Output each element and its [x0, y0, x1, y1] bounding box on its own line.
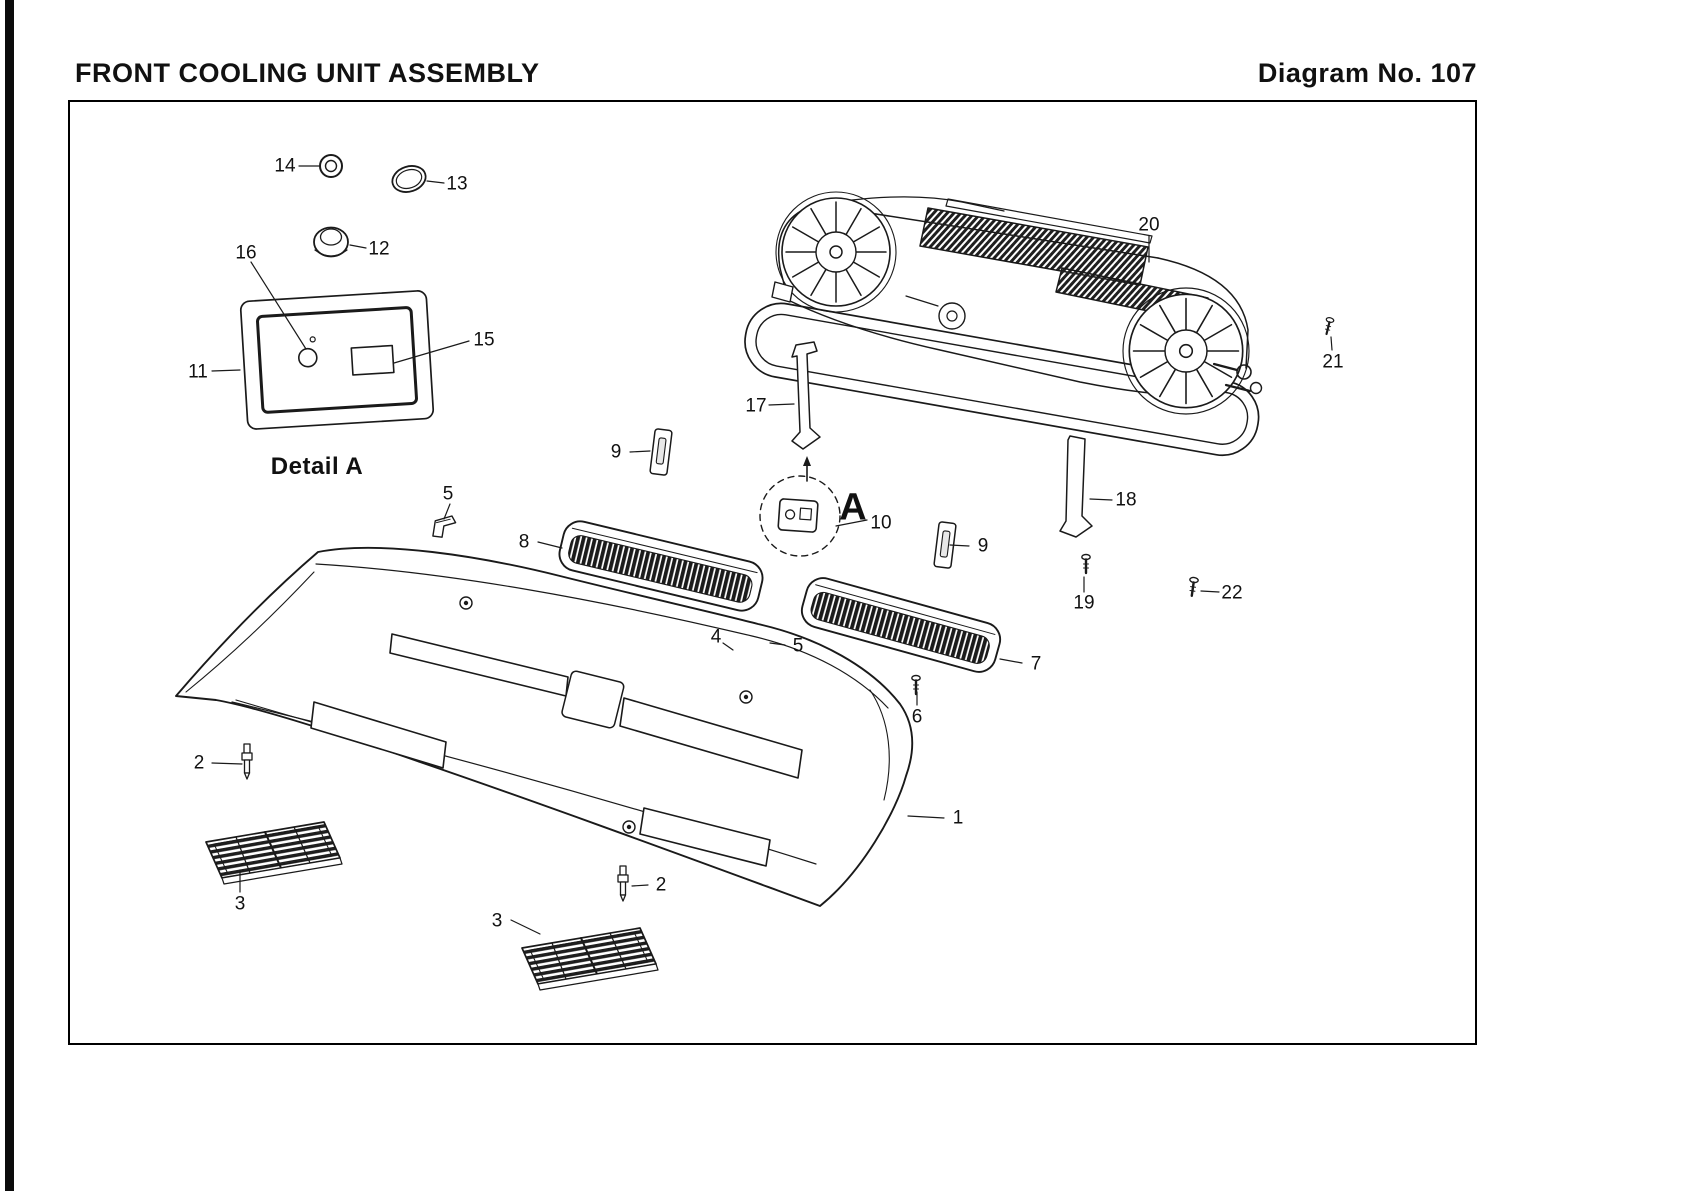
leader-lines — [211, 165, 1333, 935]
callout-8: 8 — [518, 531, 530, 553]
detail-a-caption: Detail A — [270, 453, 364, 480]
part-19-screw — [1080, 553, 1092, 575]
part-2-pin-right — [617, 865, 629, 902]
part-6-screw — [910, 674, 922, 696]
part-8-grille — [558, 520, 764, 612]
callout-22: 22 — [1221, 582, 1243, 604]
part-7-grille — [800, 577, 1002, 673]
page-edge-bar — [5, 0, 14, 1191]
callout-5b: 5 — [792, 635, 804, 657]
part-9-bracket-left — [649, 427, 673, 477]
callout-5a: 5 — [442, 483, 454, 505]
part-16-hole — [298, 347, 318, 368]
callout-12: 12 — [368, 238, 390, 260]
callout-20: 20 — [1138, 214, 1160, 236]
callout-13: 13 — [446, 173, 468, 195]
callout-21: 21 — [1322, 351, 1344, 373]
callout-19: 19 — [1073, 592, 1095, 614]
callout-3b: 3 — [491, 910, 503, 932]
part-14-nut — [319, 154, 343, 178]
callout-6: 6 — [911, 706, 923, 728]
diagram-number: Diagram No. 107 — [1257, 58, 1477, 88]
part-10-detail-circle — [759, 456, 841, 557]
callout-18: 18 — [1115, 489, 1137, 511]
part-20-cooling-unit — [744, 191, 1263, 457]
diagram-title: FRONT COOLING UNIT ASSEMBLY — [75, 58, 540, 88]
part-22-screw — [1186, 575, 1200, 598]
callout-17: 17 — [745, 395, 767, 417]
part-1-front-housing — [175, 546, 914, 907]
part-11-detail-panel — [239, 290, 435, 430]
part-2-pin-left — [241, 743, 253, 780]
callout-3a: 3 — [234, 893, 246, 915]
callout-2a: 2 — [193, 752, 205, 774]
callout-2b: 2 — [655, 874, 667, 896]
callout-11: 11 — [188, 361, 208, 383]
part-15-window — [350, 344, 395, 376]
callout-10: 10 — [870, 512, 892, 534]
detail-a-marker: A — [839, 486, 867, 529]
callout-9a: 9 — [610, 441, 622, 463]
part-13-o-ring — [391, 165, 427, 193]
callout-9b: 9 — [977, 535, 989, 557]
callout-14: 14 — [274, 155, 296, 177]
callout-15: 15 — [473, 329, 495, 351]
part-17-strap — [791, 341, 821, 450]
callout-16: 16 — [235, 242, 257, 264]
callout-7: 7 — [1030, 653, 1042, 675]
part-3-vent-right — [521, 927, 659, 991]
part-18-strap — [1059, 435, 1093, 538]
part-21-screw — [1321, 315, 1336, 336]
part-3-vent-left — [205, 821, 343, 885]
part-12-knob — [313, 226, 349, 258]
callout-4: 4 — [710, 626, 722, 648]
callout-1: 1 — [952, 807, 964, 829]
